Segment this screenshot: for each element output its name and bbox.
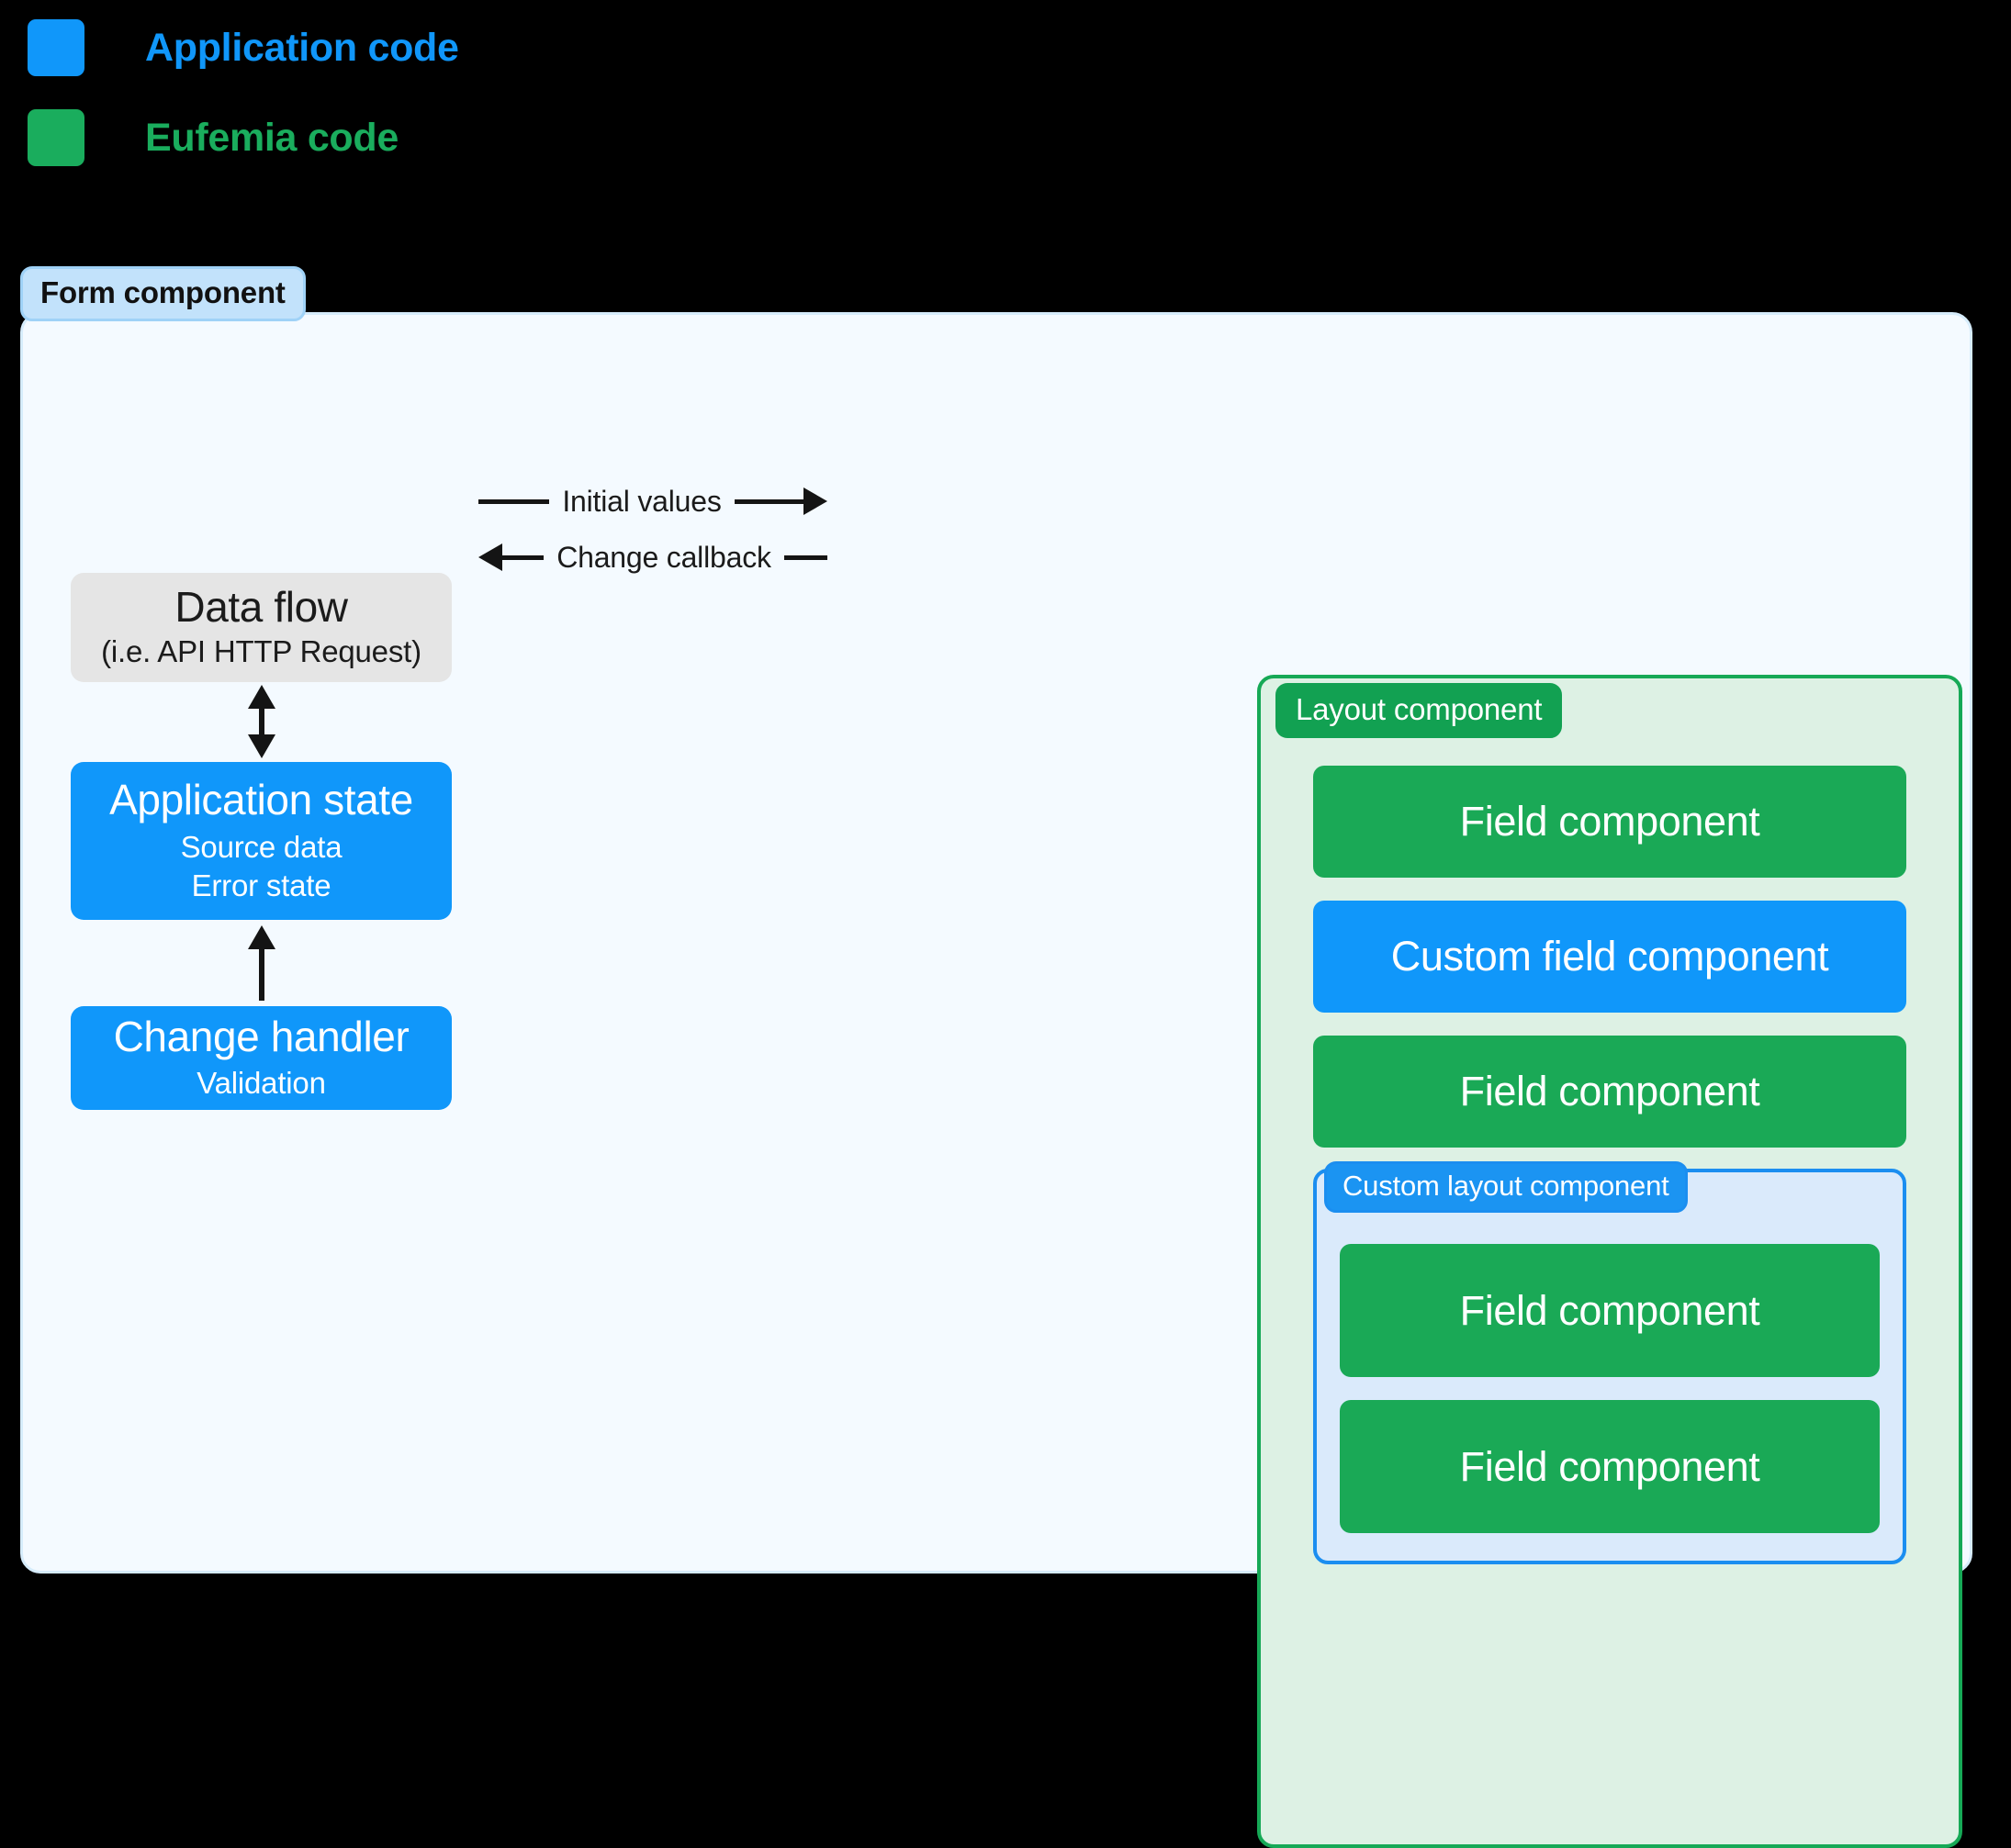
layout-component-container: Field component Custom field component F… xyxy=(1257,675,1962,1848)
custom-layout-component-container: Field component Field component xyxy=(1313,1169,1906,1564)
change-handler-to-state-up-arrow xyxy=(248,925,275,1001)
field-component-box-2: Field component xyxy=(1313,1036,1906,1148)
green-swatch-icon xyxy=(28,109,84,166)
application-state-source-data: Source data xyxy=(180,829,343,864)
custom-layout-component-badge: Custom layout component xyxy=(1324,1161,1688,1213)
change-handler-box: Change handler Validation xyxy=(71,1006,452,1110)
blue-swatch-icon xyxy=(28,19,84,76)
application-state-box: Application state Source data Error stat… xyxy=(71,762,452,920)
data-flow-state-double-arrow xyxy=(248,685,275,758)
field-component-box-4: Field component xyxy=(1340,1400,1880,1533)
layout-component-badge: Layout component xyxy=(1275,683,1563,738)
application-state-title: Application state xyxy=(109,776,413,823)
legend-item-eufemia-code: Eufemia code xyxy=(28,106,670,169)
change-callback-line-2 xyxy=(783,554,828,560)
arrow-head-right-icon xyxy=(803,487,828,515)
change-callback-arrow: Change callback xyxy=(478,541,828,574)
change-handler-subtitle: Validation xyxy=(197,1066,326,1101)
legend-item-application-code: Application code xyxy=(28,17,670,79)
initial-values-label: Initial values xyxy=(562,485,722,518)
legend: Application code Eufemia code xyxy=(28,17,670,196)
arrow-head-left-icon xyxy=(478,543,502,571)
form-component-container: Data flow (i.e. API HTTP Request) Applic… xyxy=(20,312,1972,1848)
data-flow-title: Data flow xyxy=(174,582,348,631)
legend-label-application-code: Application code xyxy=(145,25,459,70)
data-flow-box: Data flow (i.e. API HTTP Request) xyxy=(71,573,452,682)
form-component-badge: Form component xyxy=(20,266,306,321)
initial-values-line-2 xyxy=(734,498,806,504)
application-state-error-state: Error state xyxy=(191,868,331,902)
initial-values-line xyxy=(478,498,550,504)
field-component-box-3: Field component xyxy=(1340,1244,1880,1377)
change-handler-title: Change handler xyxy=(113,1012,410,1060)
legend-label-eufemia-code: Eufemia code xyxy=(145,115,399,160)
field-component-box-1: Field component xyxy=(1313,766,1906,878)
change-callback-label: Change callback xyxy=(556,541,771,574)
data-flow-subtitle: (i.e. API HTTP Request) xyxy=(101,634,421,669)
change-callback-line xyxy=(500,554,545,560)
initial-values-arrow: Initial values xyxy=(478,485,828,518)
custom-field-component-box: Custom field component xyxy=(1313,901,1906,1013)
custom-layout-component-wrapper: Custom layout component Field component … xyxy=(1313,1161,1906,1564)
